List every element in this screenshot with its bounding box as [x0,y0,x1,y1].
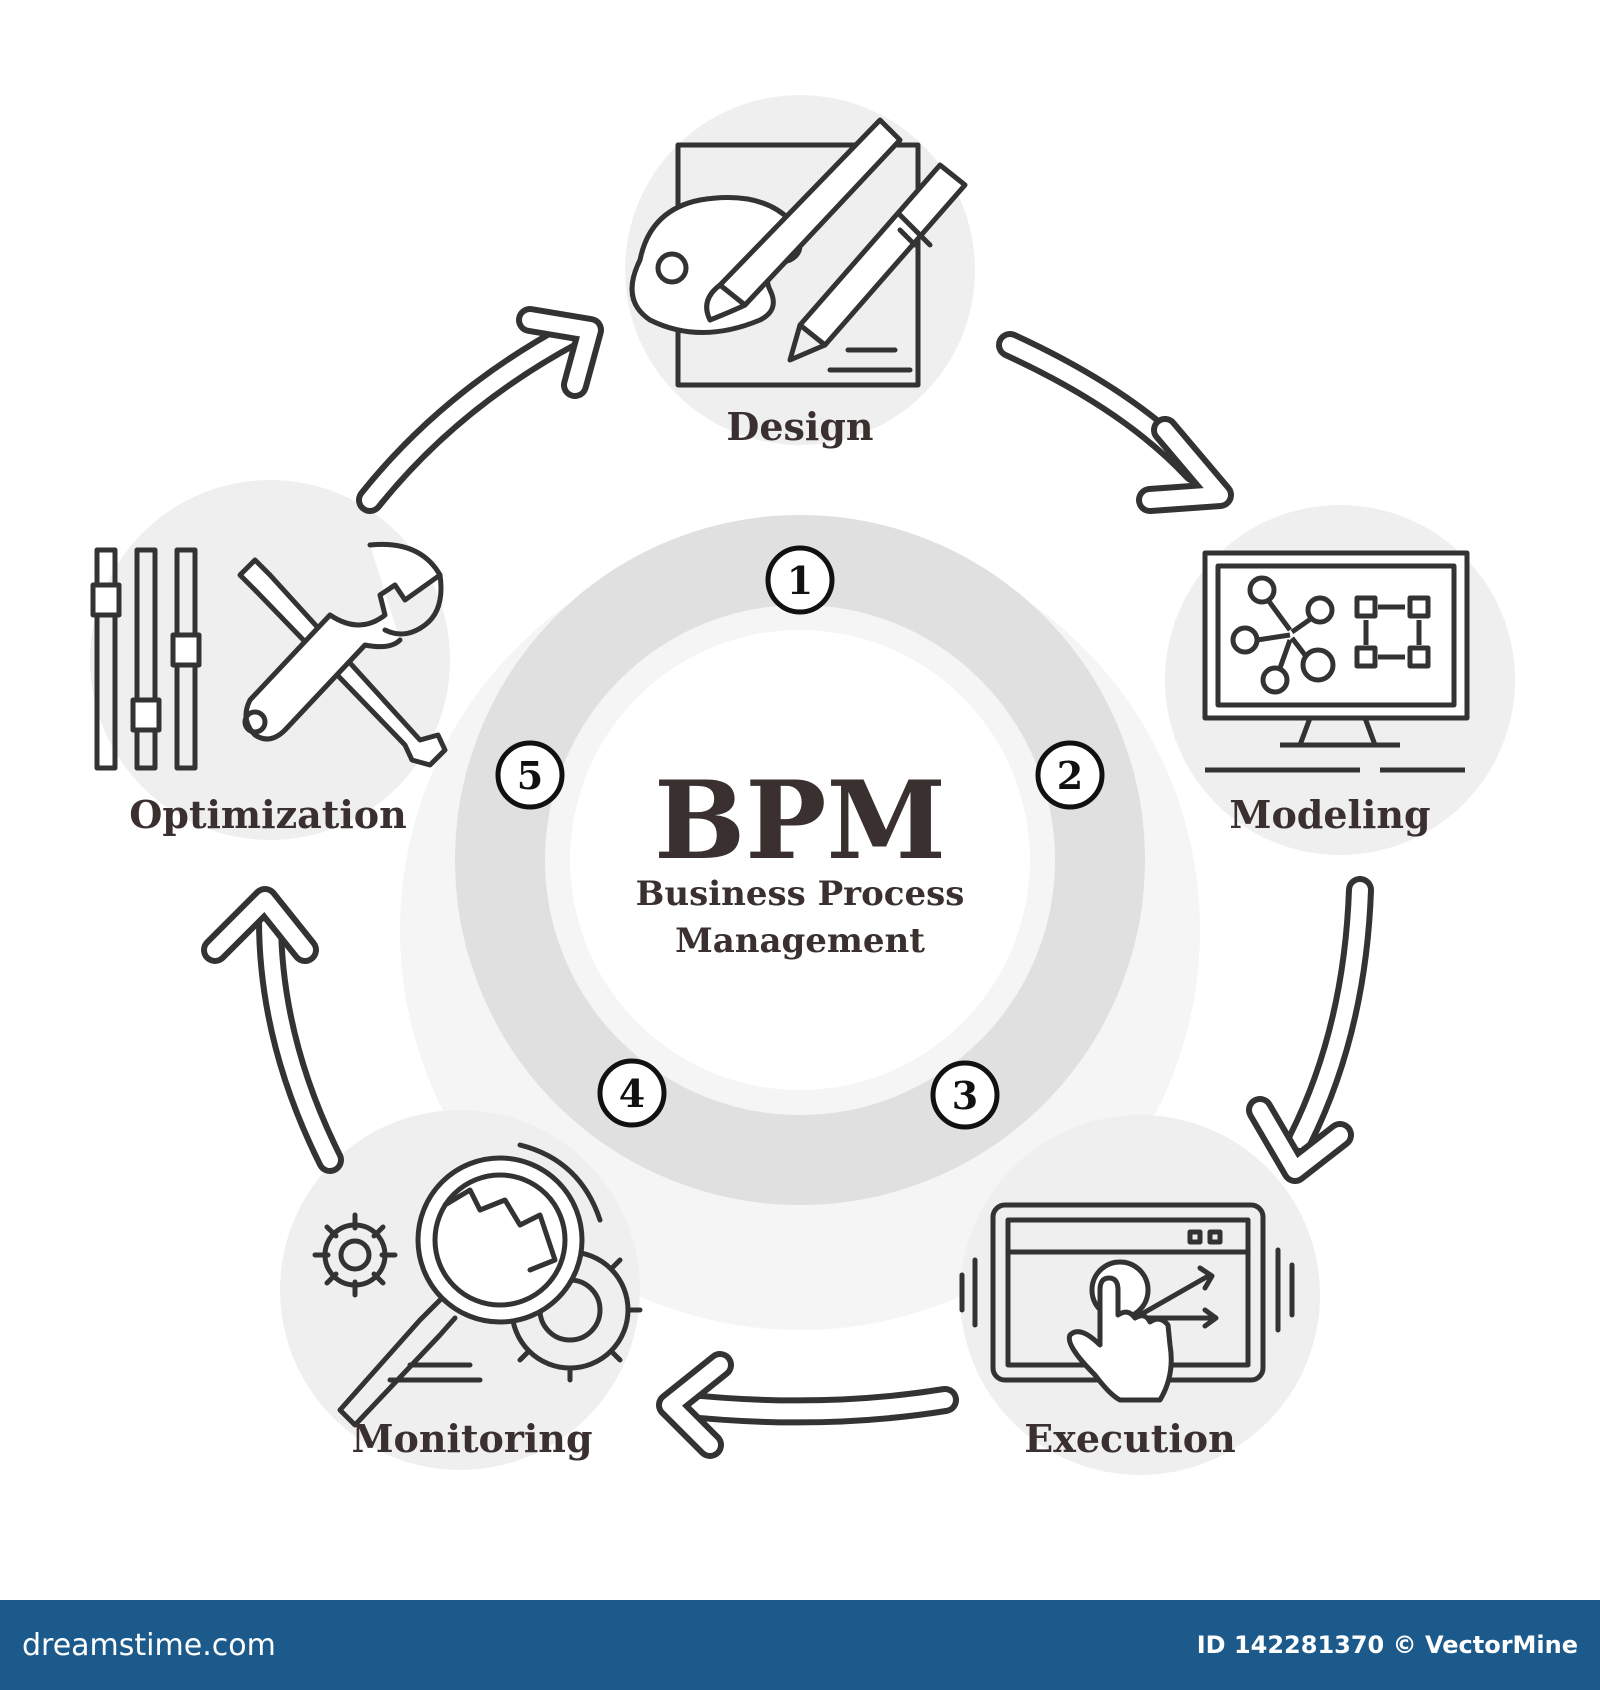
step-badge-2: 2 [1035,740,1105,810]
step-badge-5: 5 [495,740,565,810]
center-subtitle-line1: Business Process [636,874,965,914]
arrow-design-to-modeling [996,331,1234,514]
step-label-modeling: Modeling [1229,792,1430,837]
watermark-footer: dreamstime.com ID 142281370 © VectorMine [0,1600,1600,1690]
step-number-3: 3 [952,1073,978,1118]
arrow-optimization-to-design [356,306,604,514]
step-badge-4: 4 [597,1058,667,1128]
center-subtitle-line2: Management [675,921,925,961]
step-label-monitoring: Monitoring [351,1416,592,1461]
bpm-cycle-diagram: Design Modeling Execution Monitoring Opt… [90,95,1515,1475]
footer-image-id: ID 142281370 © VectorMine [1196,1631,1578,1659]
step-number-2: 2 [1057,753,1083,798]
cycle-arrows [201,306,1374,1459]
step-badge-1: 1 [765,545,835,615]
step-label-optimization: Optimization [129,792,406,837]
palette-pencil-icon [629,117,968,388]
tools-sliders-icon [90,541,448,771]
step-label-execution: Execution [1024,1416,1236,1461]
arrow-modeling-to-execution [1246,876,1374,1184]
center-title: BPM [654,758,946,884]
touch-screen-icon [959,1202,1295,1403]
arrow-execution-to-monitoring [656,1351,959,1459]
step-number-5: 5 [517,753,543,798]
monitor-flowchart-icon [1202,550,1470,773]
step-badge-3: 3 [930,1060,1000,1130]
step-number-1: 1 [787,558,813,603]
footer-logo: dreamstime.com [22,1627,276,1663]
step-label-design: Design [726,404,873,449]
magnifier-gears-icon [312,1142,643,1428]
step-number-4: 4 [619,1071,645,1116]
arrow-monitoring-to-optimization [201,886,344,1174]
